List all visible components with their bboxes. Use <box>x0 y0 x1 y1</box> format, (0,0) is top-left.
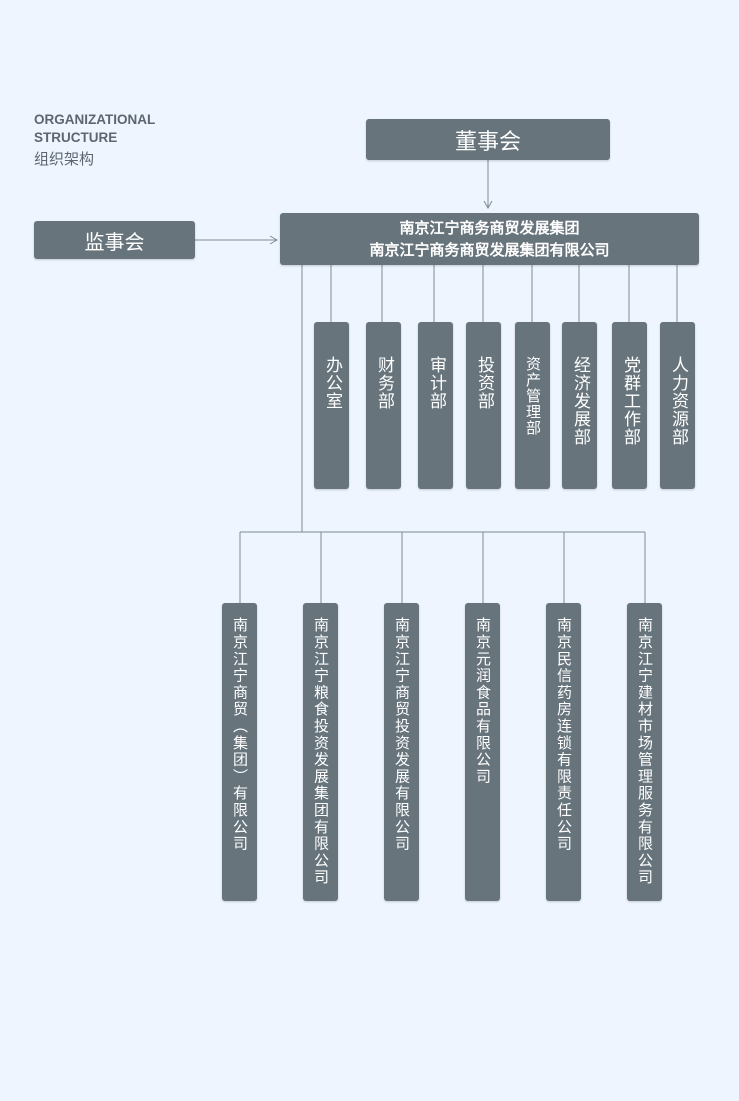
supervisory-arrow <box>269 235 279 245</box>
department-label: 经济发展部 <box>570 356 590 446</box>
chart-heading: ORGANIZATIONAL STRUCTURE 组织架构 <box>34 111 184 170</box>
subsidiary-box: 南京江宁粮食投资发展集团有限公司 <box>303 603 338 901</box>
subsidiary-box: 南京元润食品有限公司 <box>465 603 500 901</box>
heading-chinese: 组织架构 <box>34 150 95 168</box>
group-name-line1: 南京江宁商务商贸发展集团 <box>399 219 580 237</box>
department-label: 投资部 <box>474 356 494 410</box>
subsidiary-box: 南京江宁商贸（集团）有限公司 <box>222 603 257 901</box>
department-label: 党群工作部 <box>620 356 640 446</box>
group-company-box: 南京江宁商务商贸发展集团 南京江宁商务商贸发展集团有限公司 <box>280 213 699 265</box>
subsidiary-box: 南京江宁商贸投资发展有限公司 <box>384 603 419 901</box>
subsidiary-label: 南京元润食品有限公司 <box>474 617 492 785</box>
subsidiary-label: 南京江宁建材市场管理服务有限公司 <box>636 617 654 886</box>
department-box: 资产管理部 <box>515 322 550 489</box>
department-box: 经济发展部 <box>562 322 597 489</box>
group-name-line2: 南京江宁商务商贸发展集团有限公司 <box>369 241 610 259</box>
supervisory-label: 监事会 <box>84 229 145 254</box>
board-label: 董事会 <box>454 129 521 155</box>
department-box: 人力资源部 <box>660 322 695 489</box>
department-label: 办公室 <box>322 356 342 410</box>
department-box: 审计部 <box>418 322 453 489</box>
department-box: 办公室 <box>314 322 349 489</box>
board-of-supervisors-box: 监事会 <box>34 221 195 259</box>
department-box: 党群工作部 <box>612 322 647 489</box>
subsidiary-label: 南京江宁粮食投资发展集团有限公司 <box>312 617 330 886</box>
department-label: 审计部 <box>426 356 446 410</box>
heading-english: ORGANIZATIONAL STRUCTURE <box>34 112 156 145</box>
department-box: 财务部 <box>366 322 401 489</box>
department-box: 投资部 <box>466 322 501 489</box>
subsidiary-box: 南京江宁建材市场管理服务有限公司 <box>627 603 662 901</box>
department-label: 人力资源部 <box>668 356 688 446</box>
board-arrow <box>483 200 493 210</box>
department-label: 资产管理部 <box>524 356 542 436</box>
subsidiary-label: 南京民信药房连锁有限责任公司 <box>555 617 573 853</box>
department-label: 财务部 <box>374 356 394 410</box>
board-of-directors-box: 董事会 <box>366 119 610 160</box>
subsidiary-label: 南京江宁商贸投资发展有限公司 <box>393 617 411 853</box>
subsidiary-box: 南京民信药房连锁有限责任公司 <box>546 603 581 901</box>
subsidiary-label: 南京江宁商贸（集团）有限公司 <box>231 617 249 853</box>
